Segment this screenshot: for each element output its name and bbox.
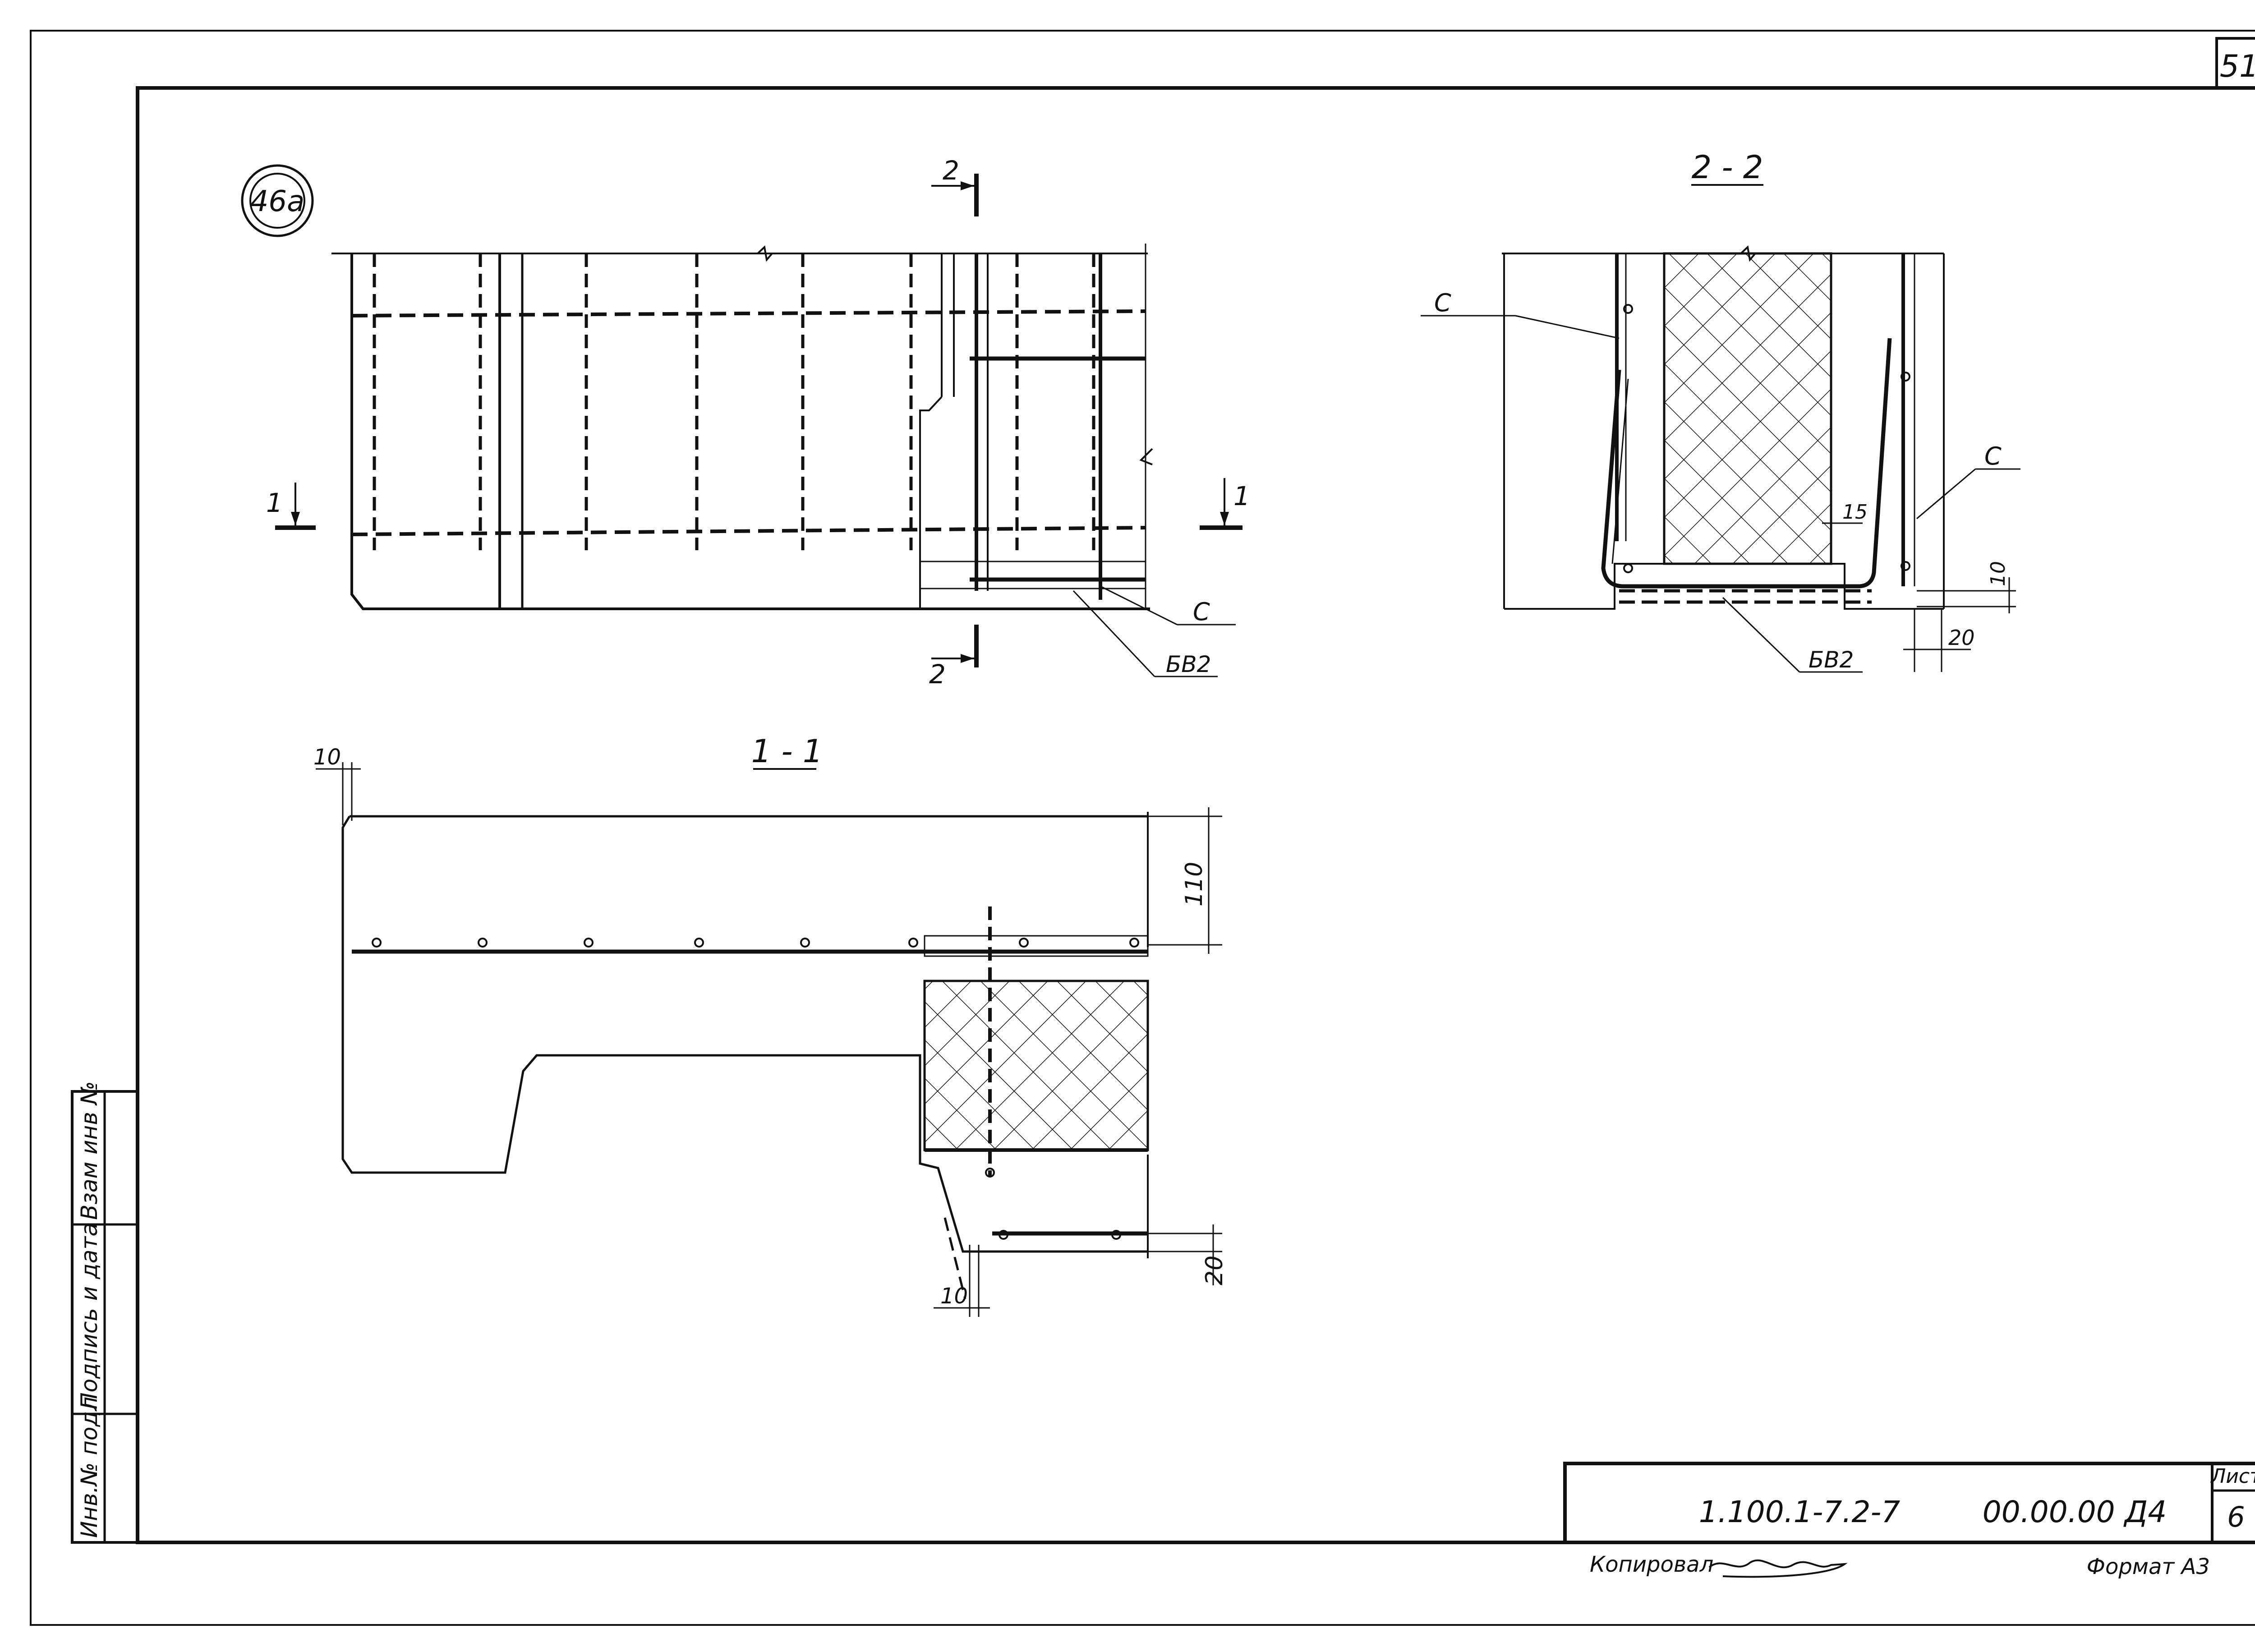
section-2-2-title: 2 - 2: [1692, 149, 1763, 186]
section-1-1-title: 1 - 1: [751, 733, 823, 770]
outer-border: [30, 30, 2255, 1626]
elevation-label-c: C: [1193, 598, 1210, 626]
title-block: 1.100.1-7.2-7 00.00.00 Д4 Лист 6 Копиров…: [1563, 1462, 2255, 1579]
section-1-1: 1 - 1 10: [313, 733, 1228, 1317]
dim-2-2-15: 15: [1842, 501, 1868, 524]
section-mark-2-top: 2: [943, 155, 959, 186]
title-block-list-number: 6: [2227, 1500, 2245, 1533]
section-mark-1-right: 1: [1233, 481, 1250, 511]
insulation-block: [923, 980, 1149, 1151]
dim-1-1-height-top: 110: [1181, 862, 1208, 907]
page-number: 51: [2220, 49, 2255, 84]
drawing-frame: [136, 86, 2255, 1544]
title-block-doc-code: 00.00.00 Д4: [1983, 1495, 2167, 1529]
mark-circle: 46a: [241, 164, 314, 237]
format-label: Формат А3: [2087, 1554, 2210, 1579]
section-2-2: 2 - 2 C C: [1421, 149, 2020, 673]
section-2-2-label-c-right: C: [1984, 442, 2002, 470]
dim-1-1-top-left: 10: [313, 745, 341, 770]
page-number-box: 51: [2215, 37, 2255, 89]
insulation-block-2-2: [1663, 252, 1832, 565]
stamp-inv-no: Инв.№ подл: [76, 1397, 102, 1538]
mark-circle-label: 46a: [250, 185, 305, 218]
title-block-series: 1.100.1-7.2-7: [1699, 1495, 1901, 1529]
side-stamp: Инв.№ подл Подпись и дата Взам инв №: [71, 1081, 139, 1544]
elevation-view: 2 2 1 1 C БВ2: [266, 155, 1250, 690]
title-block-list-label: Лист: [2210, 1465, 2255, 1488]
stamp-replace-inv: Взам инв №: [76, 1081, 102, 1220]
dim-2-2-10: 10: [1987, 561, 2010, 586]
dim-1-1-bottom-right: 20: [1201, 1256, 1228, 1285]
copied-label: Копировал: [1590, 1552, 1713, 1577]
section-mark-2-bottom: 2: [929, 659, 946, 690]
elevation-label-bv2: БВ2: [1166, 651, 1211, 677]
copier-signature: [1708, 1559, 1848, 1578]
stamp-sign-date: Подпись и дата: [76, 1223, 102, 1409]
dim-1-1-bottom-left: 10: [940, 1284, 968, 1309]
section-2-2-label-c-left: C: [1434, 289, 1451, 317]
section-2-2-label-bv2: БВ2: [1809, 647, 1854, 673]
section-mark-1-left: 1: [266, 488, 283, 518]
dim-2-2-20: 20: [1948, 626, 1975, 650]
